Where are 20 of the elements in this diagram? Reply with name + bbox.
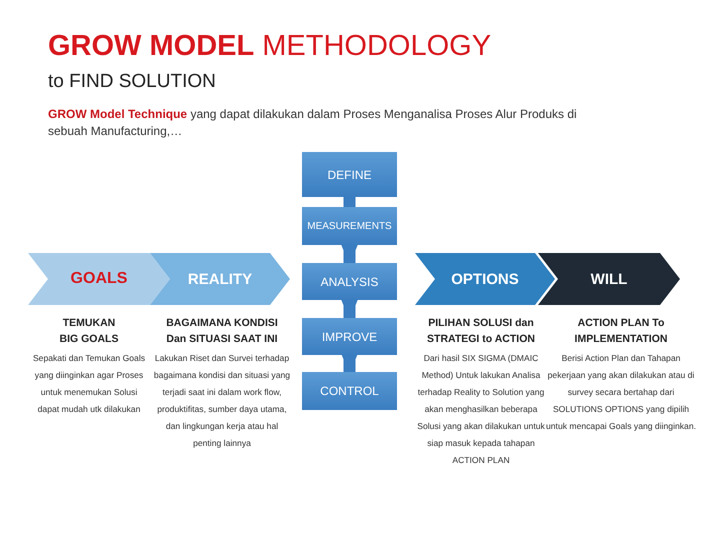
process-box: ANALYSIS [302, 263, 397, 300]
process-box: MEASUREMENTS [302, 207, 397, 245]
process-box: CONTROL [302, 372, 397, 410]
description-text: Sepakati dan Temukan Goals yang diinginkan agar Proses untuk menemukan Solusi dapat mudah utk dilakukan [32, 352, 146, 416]
description-text: Berisi Action Plan dan Tahapan pekerjaan yang akan dilakukan atau di survey secara bertahap dari SOLUTIONS OPTIONS yang dipilih untuk mencapai Goals yang diinginkan. [546, 352, 696, 433]
heading-text: TEMUKAN BIG GOALS [58, 316, 120, 347]
description-text: Lakukan Riset dan Survei terhadap bagaimana kondisi dan situasi yang terjadi saat ini dalam work flow, produktifitas, sumber daya utama, dan lingkungan kerja atau hal penting lainnya [153, 352, 291, 450]
process-box: DEFINE [302, 152, 397, 197]
chevron-shape: REALITY [150, 253, 290, 305]
chevron-shape: OPTIONS [415, 253, 555, 305]
title: GROW MODEL METHODOLOGY [48, 30, 492, 63]
intro-paragraph: GROW Model Technique yang dapat dilakukan dalam Proses Menganalisa Proses Alur Produks di sebuah Manufacturing,… [48, 106, 578, 140]
heading-text: BAGAIMANA KONDISI Dan SITUASI SAAT INI [165, 316, 279, 347]
description-text: Dari hasil SIX SIGMA (DMAIC Method) Untuk lakukan Analisa terhadap Reality to Solution yang akan menghasilkan beberapa Solusi yang akan dilakukan untuk siap masuk kepada tahapan ACTION PLAN [416, 352, 546, 467]
heading-text: ACTION PLAN To IMPLEMENTATION [574, 316, 668, 347]
process-box: IMPROVE [302, 318, 397, 355]
heading-text: PILIHAN SOLUSI dan STRATEGI to ACTION [426, 316, 536, 347]
chevron-shape: GOALS [28, 253, 170, 305]
subtitle: to FIND SOLUTION [48, 71, 216, 93]
chevron-shape: WILL [538, 253, 680, 305]
